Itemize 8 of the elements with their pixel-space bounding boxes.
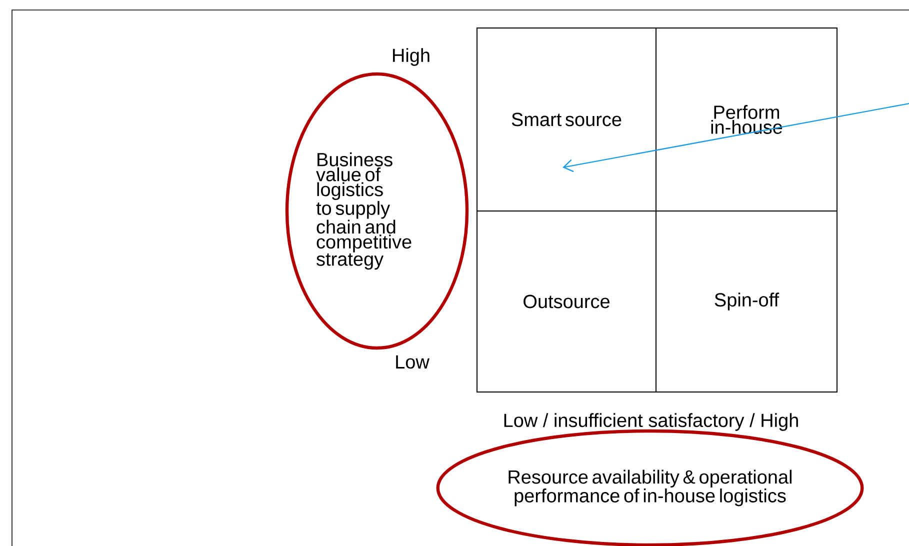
axis-label: High [393, 48, 430, 66]
axis-label: Low [396, 355, 430, 369]
matrix-cell: Spin-off [656, 210, 838, 392]
axis-label: Low / insufficient satisfactory / High [504, 413, 798, 431]
matrix-cell: Smart source [476, 28, 656, 212]
matrix-cell: Perform in-house [656, 28, 838, 212]
arrow [562, 102, 909, 172]
matrix-cell: Outsource [476, 210, 656, 392]
